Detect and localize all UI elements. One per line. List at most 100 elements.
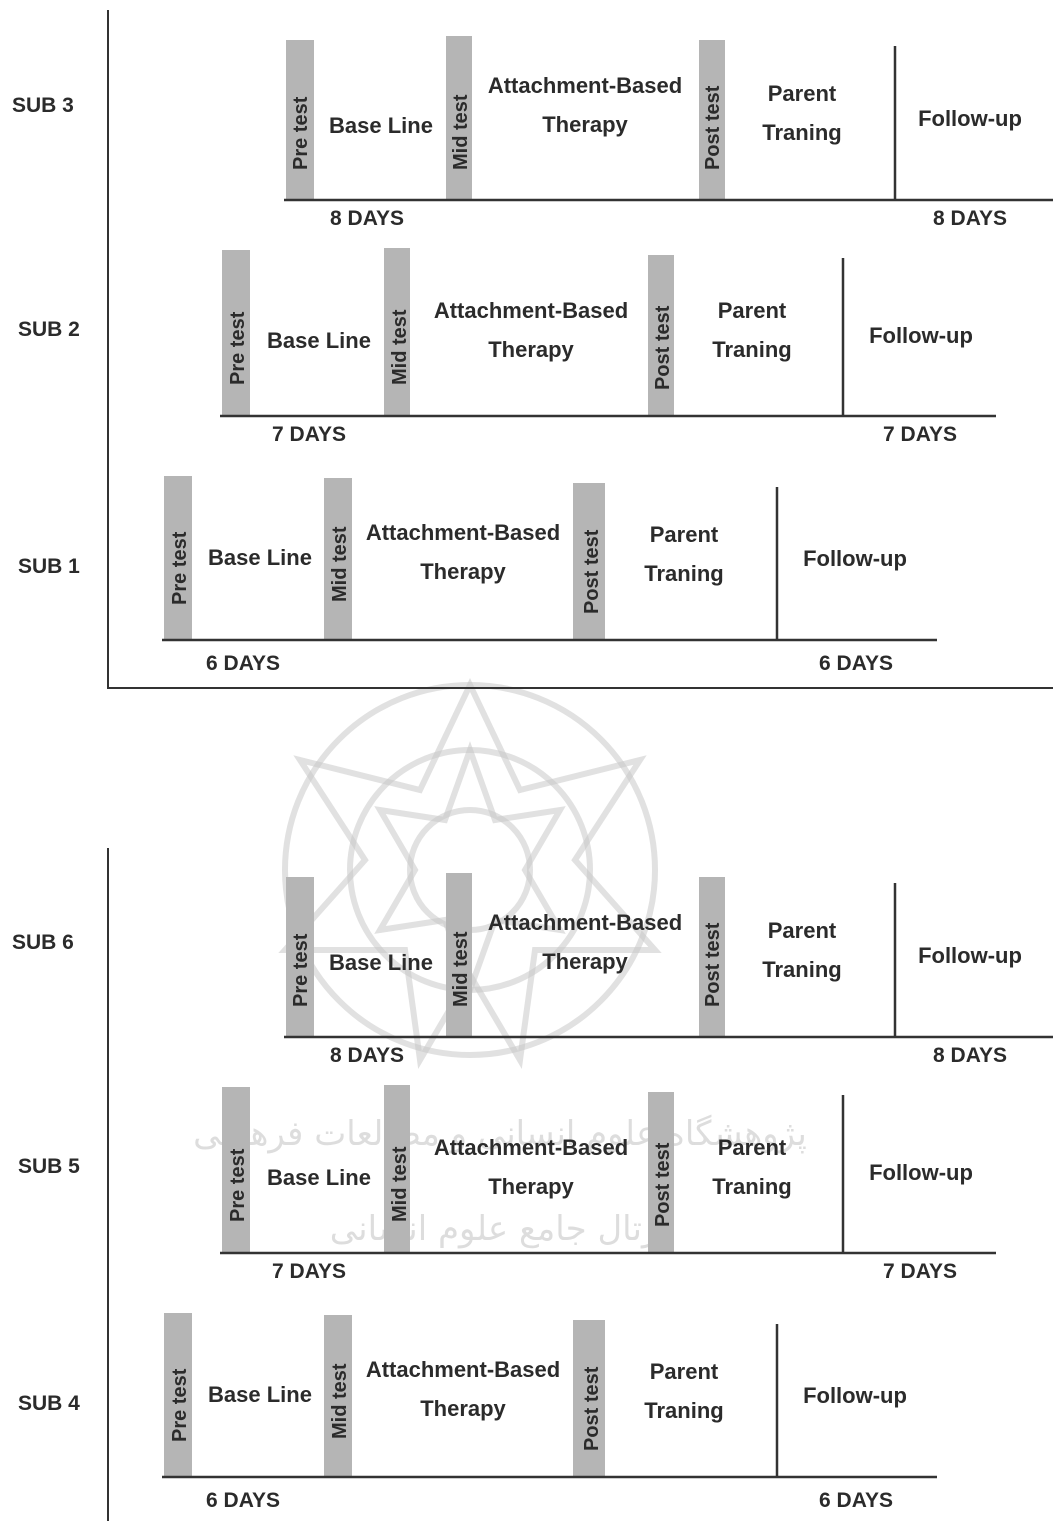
pre-test-bar xyxy=(164,476,192,640)
watermark-line-2: پرتال جامع علوم انسانی xyxy=(330,1209,670,1249)
subject-label: SUB 5 xyxy=(18,1155,80,1178)
panel-top-axis xyxy=(107,10,1053,689)
pre-test-bar xyxy=(164,1313,192,1477)
pre-test-label: Pre test xyxy=(290,96,312,170)
post-test-label: Post test xyxy=(581,529,603,614)
days-start-label: 8 DAYS xyxy=(330,207,404,230)
days-end-label: 6 DAYS xyxy=(819,1489,893,1512)
post-test-bar xyxy=(573,1320,605,1477)
baseline-label: Base Line xyxy=(267,1165,371,1190)
parent-label-1: Parent xyxy=(718,1135,787,1160)
post-test-label: Post test xyxy=(702,922,724,1007)
baseline-label: Base Line xyxy=(329,950,433,975)
therapy-label-2: Therapy xyxy=(542,112,628,137)
watermark-line-1: پژوهشگاه علوم انسانی و مطالعات فرهنگی xyxy=(193,1114,807,1154)
parent-label-1: Parent xyxy=(718,298,787,323)
subject-label: SUB 2 xyxy=(18,318,80,341)
pre-test-bar xyxy=(222,1087,250,1253)
parent-label-2: Traning xyxy=(762,957,841,982)
parent-label-2: Traning xyxy=(712,1174,791,1199)
mid-test-label: Mid test xyxy=(450,94,472,170)
post-test-label: Post test xyxy=(702,85,724,170)
post-test-bar xyxy=(699,877,725,1037)
therapy-label-2: Therapy xyxy=(420,1396,506,1421)
pre-test-bar xyxy=(286,877,314,1037)
pre-test-label: Pre test xyxy=(227,311,249,385)
days-end-label: 6 DAYS xyxy=(819,652,893,675)
subject-label: SUB 3 xyxy=(12,94,74,117)
panel-top xyxy=(107,10,1053,689)
post-test-label: Post test xyxy=(652,305,674,390)
therapy-label-2: Therapy xyxy=(420,559,506,584)
subject-label: SUB 1 xyxy=(18,555,80,578)
days-end-label: 7 DAYS xyxy=(883,423,957,446)
post-test-bar xyxy=(648,1092,674,1253)
row-sub-4: SUB 4 Pre test Base Line Mid test Attach… xyxy=(18,1313,937,1512)
mid-test-bar xyxy=(446,36,472,200)
row-sub-2: SUB 2 Pre test Base Line Mid test Attach… xyxy=(18,248,996,446)
parent-label-2: Traning xyxy=(762,120,841,145)
follow-up-label: Follow-up xyxy=(803,1383,907,1408)
row-sub-1: SUB 1 Pre test Base Line Mid test Attach… xyxy=(18,476,937,675)
parent-label-2: Traning xyxy=(644,561,723,586)
mid-test-bar xyxy=(384,1085,410,1253)
row-sub-3: SUB 3 Pre test Base Line Mid test Attach… xyxy=(12,36,1053,230)
mid-test-label: Mid test xyxy=(329,1363,351,1439)
mid-test-bar xyxy=(324,478,352,640)
post-test-label: Post test xyxy=(652,1142,674,1227)
therapy-label-2: Therapy xyxy=(488,337,574,362)
days-start-label: 6 DAYS xyxy=(206,652,280,675)
therapy-label-1: Attachment-Based xyxy=(434,298,628,323)
subject-label: SUB 4 xyxy=(18,1392,80,1415)
parent-label-1: Parent xyxy=(768,918,837,943)
days-start-label: 8 DAYS xyxy=(330,1044,404,1067)
pre-test-bar xyxy=(222,250,250,416)
parent-label-2: Traning xyxy=(712,337,791,362)
therapy-label-2: Therapy xyxy=(542,949,628,974)
follow-up-label: Follow-up xyxy=(869,323,973,348)
follow-up-label: Follow-up xyxy=(869,1160,973,1185)
days-start-label: 7 DAYS xyxy=(272,423,346,446)
pre-test-bar xyxy=(286,40,314,200)
follow-up-label: Follow-up xyxy=(918,943,1022,968)
follow-up-label: Follow-up xyxy=(803,546,907,571)
therapy-label-1: Attachment-Based xyxy=(488,910,682,935)
mid-test-label: Mid test xyxy=(329,526,351,602)
days-end-label: 8 DAYS xyxy=(933,1044,1007,1067)
therapy-label-1: Attachment-Based xyxy=(434,1135,628,1160)
post-test-bar xyxy=(699,40,725,200)
parent-label-1: Parent xyxy=(650,522,719,547)
days-start-label: 6 DAYS xyxy=(206,1489,280,1512)
mid-test-bar xyxy=(324,1315,352,1477)
days-start-label: 7 DAYS xyxy=(272,1260,346,1283)
follow-up-label: Follow-up xyxy=(918,106,1022,131)
parent-label-1: Parent xyxy=(650,1359,719,1384)
mid-test-label: Mid test xyxy=(389,309,411,385)
days-end-label: 7 DAYS xyxy=(883,1260,957,1283)
therapy-label-2: Therapy xyxy=(488,1174,574,1199)
subject-label: SUB 6 xyxy=(12,931,74,954)
pre-test-label: Pre test xyxy=(169,531,191,605)
pre-test-label: Pre test xyxy=(227,1148,249,1222)
therapy-label-1: Attachment-Based xyxy=(488,73,682,98)
parent-label-2: Traning xyxy=(644,1398,723,1423)
row-sub-6: SUB 6 Pre test Base Line Mid test Attach… xyxy=(12,873,1053,1067)
therapy-label-1: Attachment-Based xyxy=(366,520,560,545)
mid-test-label: Mid test xyxy=(389,1146,411,1222)
mid-test-label: Mid test xyxy=(450,931,472,1007)
therapy-label-1: Attachment-Based xyxy=(366,1357,560,1382)
mid-test-bar xyxy=(384,248,410,416)
pre-test-label: Pre test xyxy=(290,933,312,1007)
parent-label-1: Parent xyxy=(768,81,837,106)
baseline-label: Base Line xyxy=(329,113,433,138)
baseline-label: Base Line xyxy=(208,1382,312,1407)
post-test-bar xyxy=(573,483,605,640)
post-test-bar xyxy=(648,255,674,416)
post-test-label: Post test xyxy=(581,1366,603,1451)
baseline-label: Base Line xyxy=(267,328,371,353)
pre-test-label: Pre test xyxy=(169,1368,191,1442)
row-sub-5: SUB 5 Pre test Base Line Mid test Attach… xyxy=(18,1085,996,1283)
mid-test-bar xyxy=(446,873,472,1037)
baseline-label: Base Line xyxy=(208,545,312,570)
